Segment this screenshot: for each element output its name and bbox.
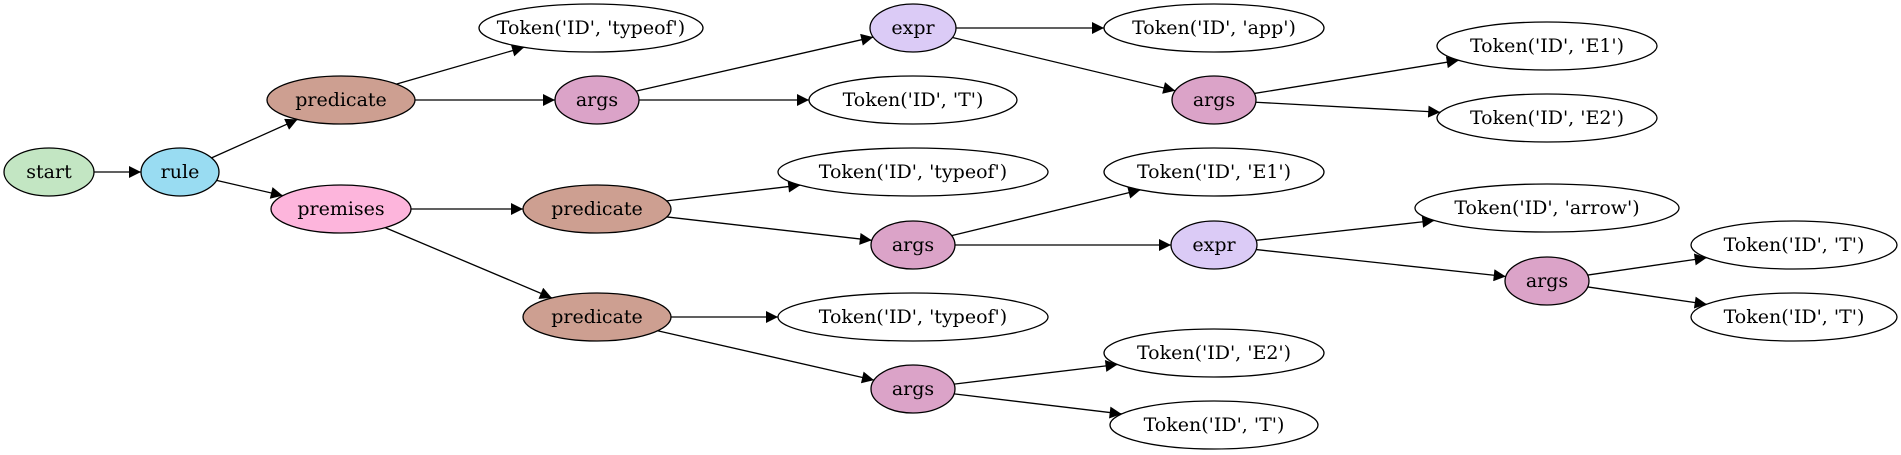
node-label: Token('ID', 'typeof'): [819, 306, 1007, 328]
tree-node-args1: args: [554, 75, 640, 125]
tree-node-tok-T1: Token('ID', 'T'): [808, 75, 1018, 125]
node-ellipse: [3, 147, 95, 197]
node-ellipse: [1103, 3, 1325, 53]
tree-node-expr2: expr: [1170, 220, 1258, 270]
node-ellipse: [869, 3, 957, 53]
node-label: args: [1526, 270, 1568, 292]
node-label: args: [892, 378, 934, 400]
tree-node-expr1: expr: [869, 3, 957, 53]
edge-n_args4-to-n_tok_T3: [1587, 286, 1707, 309]
node-label: Token('ID', 'T'): [1724, 234, 1865, 256]
node-label: start: [26, 161, 72, 183]
node-ellipse: [140, 147, 220, 197]
node-label: args: [892, 234, 934, 256]
tree-node-tok-app: Token('ID', 'app'): [1103, 3, 1325, 53]
tree-node-tok-E1a: Token('ID', 'E1'): [1436, 21, 1658, 71]
tree-node-rule: rule: [140, 147, 220, 197]
tree-node-tok-typeof2: Token('ID', 'typeof'): [777, 147, 1049, 197]
node-label: Token('ID', 'E2'): [1470, 107, 1624, 129]
tree-node-prem: premises: [270, 184, 412, 234]
node-ellipse: [1690, 292, 1898, 342]
node-label: args: [576, 89, 618, 111]
node-label: Token('ID', 'T'): [843, 89, 984, 111]
node-label: Token('ID', 'E1'): [1137, 161, 1291, 183]
edge-n_args5-to-n_tok_T4: [954, 393, 1122, 419]
node-label: predicate: [551, 198, 643, 220]
node-label: Token('ID', 'T'): [1724, 306, 1865, 328]
node-label: Token('ID', 'E2'): [1137, 342, 1291, 364]
node-ellipse: [777, 292, 1049, 342]
edge-n_expr2-to-n_tok_arrow: [1256, 215, 1435, 241]
tree-node-args3: args: [870, 220, 956, 270]
tree-node-tok-T4: Token('ID', 'T'): [1109, 400, 1319, 450]
edge-n_prem-to-n_pred3: [384, 227, 553, 299]
node-ellipse: [1170, 220, 1258, 270]
tree-node-tok-T3: Token('ID', 'T'): [1690, 292, 1898, 342]
tree-node-tok-T2: Token('ID', 'T'): [1690, 220, 1898, 270]
node-label: Token('ID', 'E1'): [1470, 35, 1624, 57]
node-ellipse: [1690, 220, 1898, 270]
node-ellipse: [478, 3, 704, 53]
edge-n_expr1-to-n_args2: [952, 36, 1176, 94]
node-ellipse: [1109, 400, 1319, 450]
tree-node-tok-arrow: Token('ID', 'arrow'): [1414, 183, 1680, 233]
node-label: expr: [891, 17, 935, 39]
edge-n_args2-to-n_tok_E2a: [1255, 101, 1441, 118]
node-ellipse: [777, 147, 1049, 197]
tree-node-args5: args: [870, 364, 956, 414]
tree-node-tok-E2a: Token('ID', 'E2'): [1436, 93, 1658, 143]
node-label: expr: [1192, 234, 1236, 256]
tree-node-args2: args: [1171, 75, 1257, 125]
tree-node-tok-E1b: Token('ID', 'E1'): [1103, 147, 1325, 197]
node-ellipse: [554, 75, 640, 125]
node-label: Token('ID', 'arrow'): [1454, 197, 1639, 219]
edge-n_pred2-to-n_tok_typeof2: [666, 180, 801, 202]
node-label: premises: [297, 198, 384, 220]
tree-node-tok-typeof3: Token('ID', 'typeof'): [777, 292, 1049, 342]
edge-n_expr2-to-n_args4: [1256, 248, 1506, 282]
edge-n_rule-to-n_prem: [216, 179, 283, 199]
tree-node-pred1: predicate: [266, 75, 416, 125]
tree-node-tok-E2b: Token('ID', 'E2'): [1103, 328, 1325, 378]
edge-n_pred1-to-n_tok_typeof1: [396, 44, 525, 85]
node-label: Token('ID', 'typeof'): [497, 17, 685, 39]
node-label: Token('ID', 'app'): [1132, 17, 1296, 39]
node-ellipse: [870, 364, 956, 414]
edge-n_args3-to-n_tok_E1b: [951, 186, 1141, 237]
node-label: predicate: [551, 306, 643, 328]
tree-node-start: start: [3, 147, 95, 197]
edge-n_args4-to-n_tok_T2: [1587, 253, 1707, 276]
node-ellipse: [1436, 93, 1658, 143]
tree-node-pred3: predicate: [522, 292, 672, 342]
node-ellipse: [1103, 328, 1325, 378]
node-label: rule: [161, 161, 200, 183]
tree-node-pred2: predicate: [522, 184, 672, 234]
node-ellipse: [1436, 21, 1658, 71]
node-ellipse: [1504, 256, 1590, 306]
node-ellipse: [1103, 147, 1325, 197]
node-label: predicate: [295, 89, 387, 111]
node-ellipse: [522, 292, 672, 342]
node-label: Token('ID', 'T'): [1144, 414, 1285, 436]
node-ellipse: [270, 184, 412, 234]
tree-node-tok-typeof1: Token('ID', 'typeof'): [478, 3, 704, 53]
node-ellipse: [522, 184, 672, 234]
edges-layer: [94, 22, 1707, 419]
edge-n_args5-to-n_tok_E2b: [954, 360, 1118, 385]
edge-n_args1-to-n_expr1: [635, 33, 874, 92]
node-label: args: [1193, 89, 1235, 111]
edge-n_pred2-to-n_args3: [666, 216, 872, 245]
edge-n_args2-to-n_tok_E1a: [1254, 56, 1459, 95]
edge-n_rule-to-n_pred1: [211, 118, 298, 159]
node-ellipse: [1414, 183, 1680, 233]
node-label: Token('ID', 'typeof'): [819, 161, 1007, 183]
node-ellipse: [870, 220, 956, 270]
node-ellipse: [1171, 75, 1257, 125]
node-ellipse: [808, 75, 1018, 125]
edge-n_pred3-to-n_args5: [657, 330, 875, 384]
node-ellipse: [266, 75, 416, 125]
tree-node-args4: args: [1504, 256, 1590, 306]
